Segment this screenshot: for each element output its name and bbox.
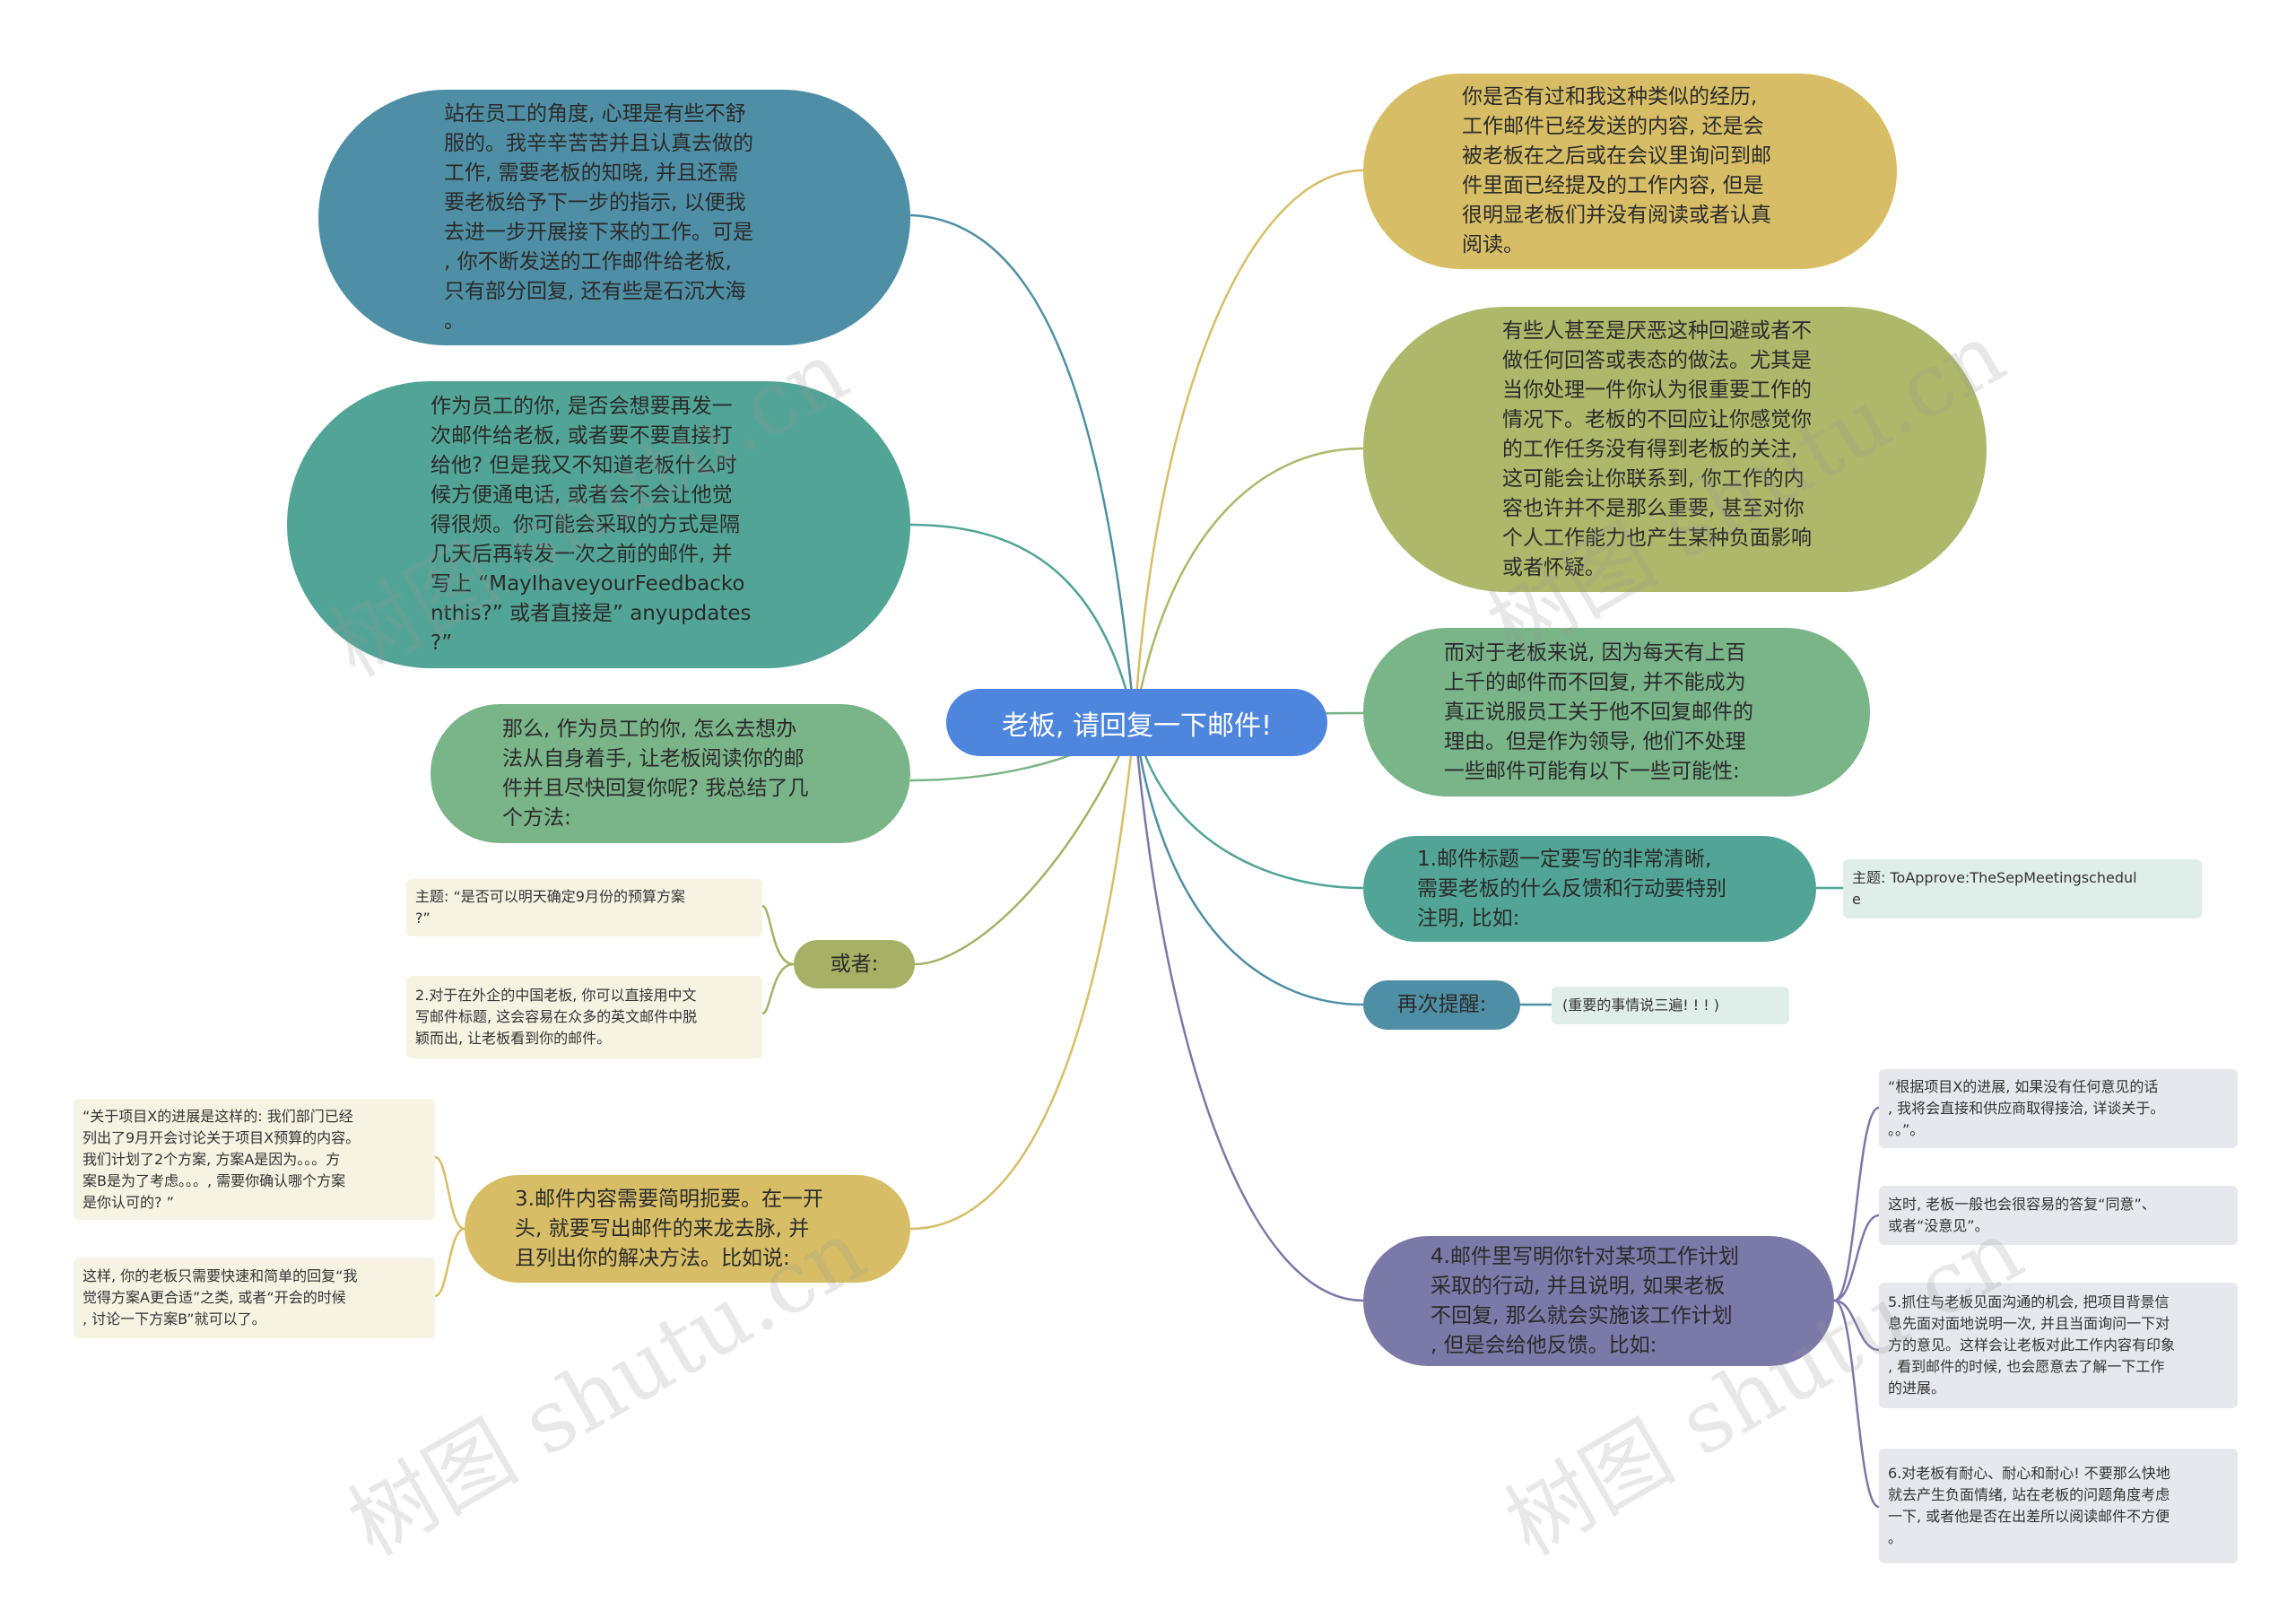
topic-employee-feeling[interactable]: 站在员工的角度, 心理是有些不舒 服的。我辛辛苦苦并且认真去做的 工作, 需要老… [318, 90, 910, 345]
leaf-method-3-example[interactable]: “关于项目X的进展是这样的: 我们部门已经 列出了9月开会讨论关于项目X预算的内… [74, 1099, 435, 1220]
topic-methods-intro[interactable]: 那么, 作为员工的你, 怎么去想办 法从自身着手, 让老板阅读你的邮 件并且尽快… [430, 704, 910, 843]
topic-method-4[interactable]: 4.邮件里写明你针对某项工作计划 采取的行动, 并且说明, 如果老板 不回复, … [1363, 1236, 1834, 1366]
topic-reminder[interactable]: 再次提醒: [1363, 980, 1520, 1030]
central-topic[interactable]: 老板, 请回复一下邮件! [946, 689, 1327, 756]
topic-method-3[interactable]: 3.邮件内容需要简明扼要。在一开 头, 就要写出邮件的来龙去脉, 并 且列出你的… [465, 1175, 910, 1283]
leaf-or-chinese-title[interactable]: 2.对于在外企的中国老板, 你可以直接用中文 写邮件标题, 这会容易在众多的英文… [406, 976, 762, 1058]
leaf-method-5[interactable]: 5.抓住与老板见面沟通的机会, 把项目背景信 息先面对面地说明一次, 并且当面询… [1879, 1283, 2238, 1408]
topic-similar-experience[interactable]: 你是否有过和我这种类似的经历, 工作邮件已经发送的内容, 还是会 被老板在之后或… [1363, 74, 1897, 269]
topic-resend-email[interactable]: 作为员工的你, 是否会想要再发一 次邮件给老板, 或者要不要直接打 给他? 但是… [287, 381, 910, 668]
leaf-method-6[interactable]: 6.对老板有耐心、耐心和耐心! 不要那么快地 就去产生负面情绪, 站在老板的问题… [1879, 1449, 2238, 1563]
topic-method-1[interactable]: 1.邮件标题一定要写的非常清晰, 需要老板的什么反馈和行动要特别 注明, 比如: [1363, 836, 1816, 942]
topic-or[interactable]: 或者: [794, 940, 915, 988]
leaf-or-subject-example[interactable]: 主题: “是否可以明天确定9月份的预算方案 ?” [406, 879, 762, 936]
topic-resentment[interactable]: 有些人甚至是厌恶这种回避或者不 做任何回答或表态的做法。尤其是 当你处理一件你认… [1363, 307, 1987, 592]
leaf-method-4-example[interactable]: “根据项目X的进展, 如果没有任何意见的话 , 我将会直接和供应商取得接洽, 详… [1879, 1069, 2238, 1148]
leaf-reminder-note[interactable]: (重要的事情说三遍! ! ! ) [1552, 987, 1789, 1024]
leaf-method-3-reply[interactable]: 这样, 你的老板只需要快速和简单的回复“我 觉得方案A更合适”之类, 或者“开会… [74, 1258, 435, 1338]
leaf-method-4-reply[interactable]: 这时, 老板一般也会很容易的答复“同意”、 或者“没意见”。 [1879, 1186, 2238, 1245]
topic-boss-perspective[interactable]: 而对于老板来说, 因为每天有上百 上千的邮件而不回复, 并不能成为 真正说服员工… [1363, 628, 1870, 796]
leaf-method-1-subject[interactable]: 主题: ToApprove:TheSepMeetingschedul e [1843, 859, 2202, 918]
